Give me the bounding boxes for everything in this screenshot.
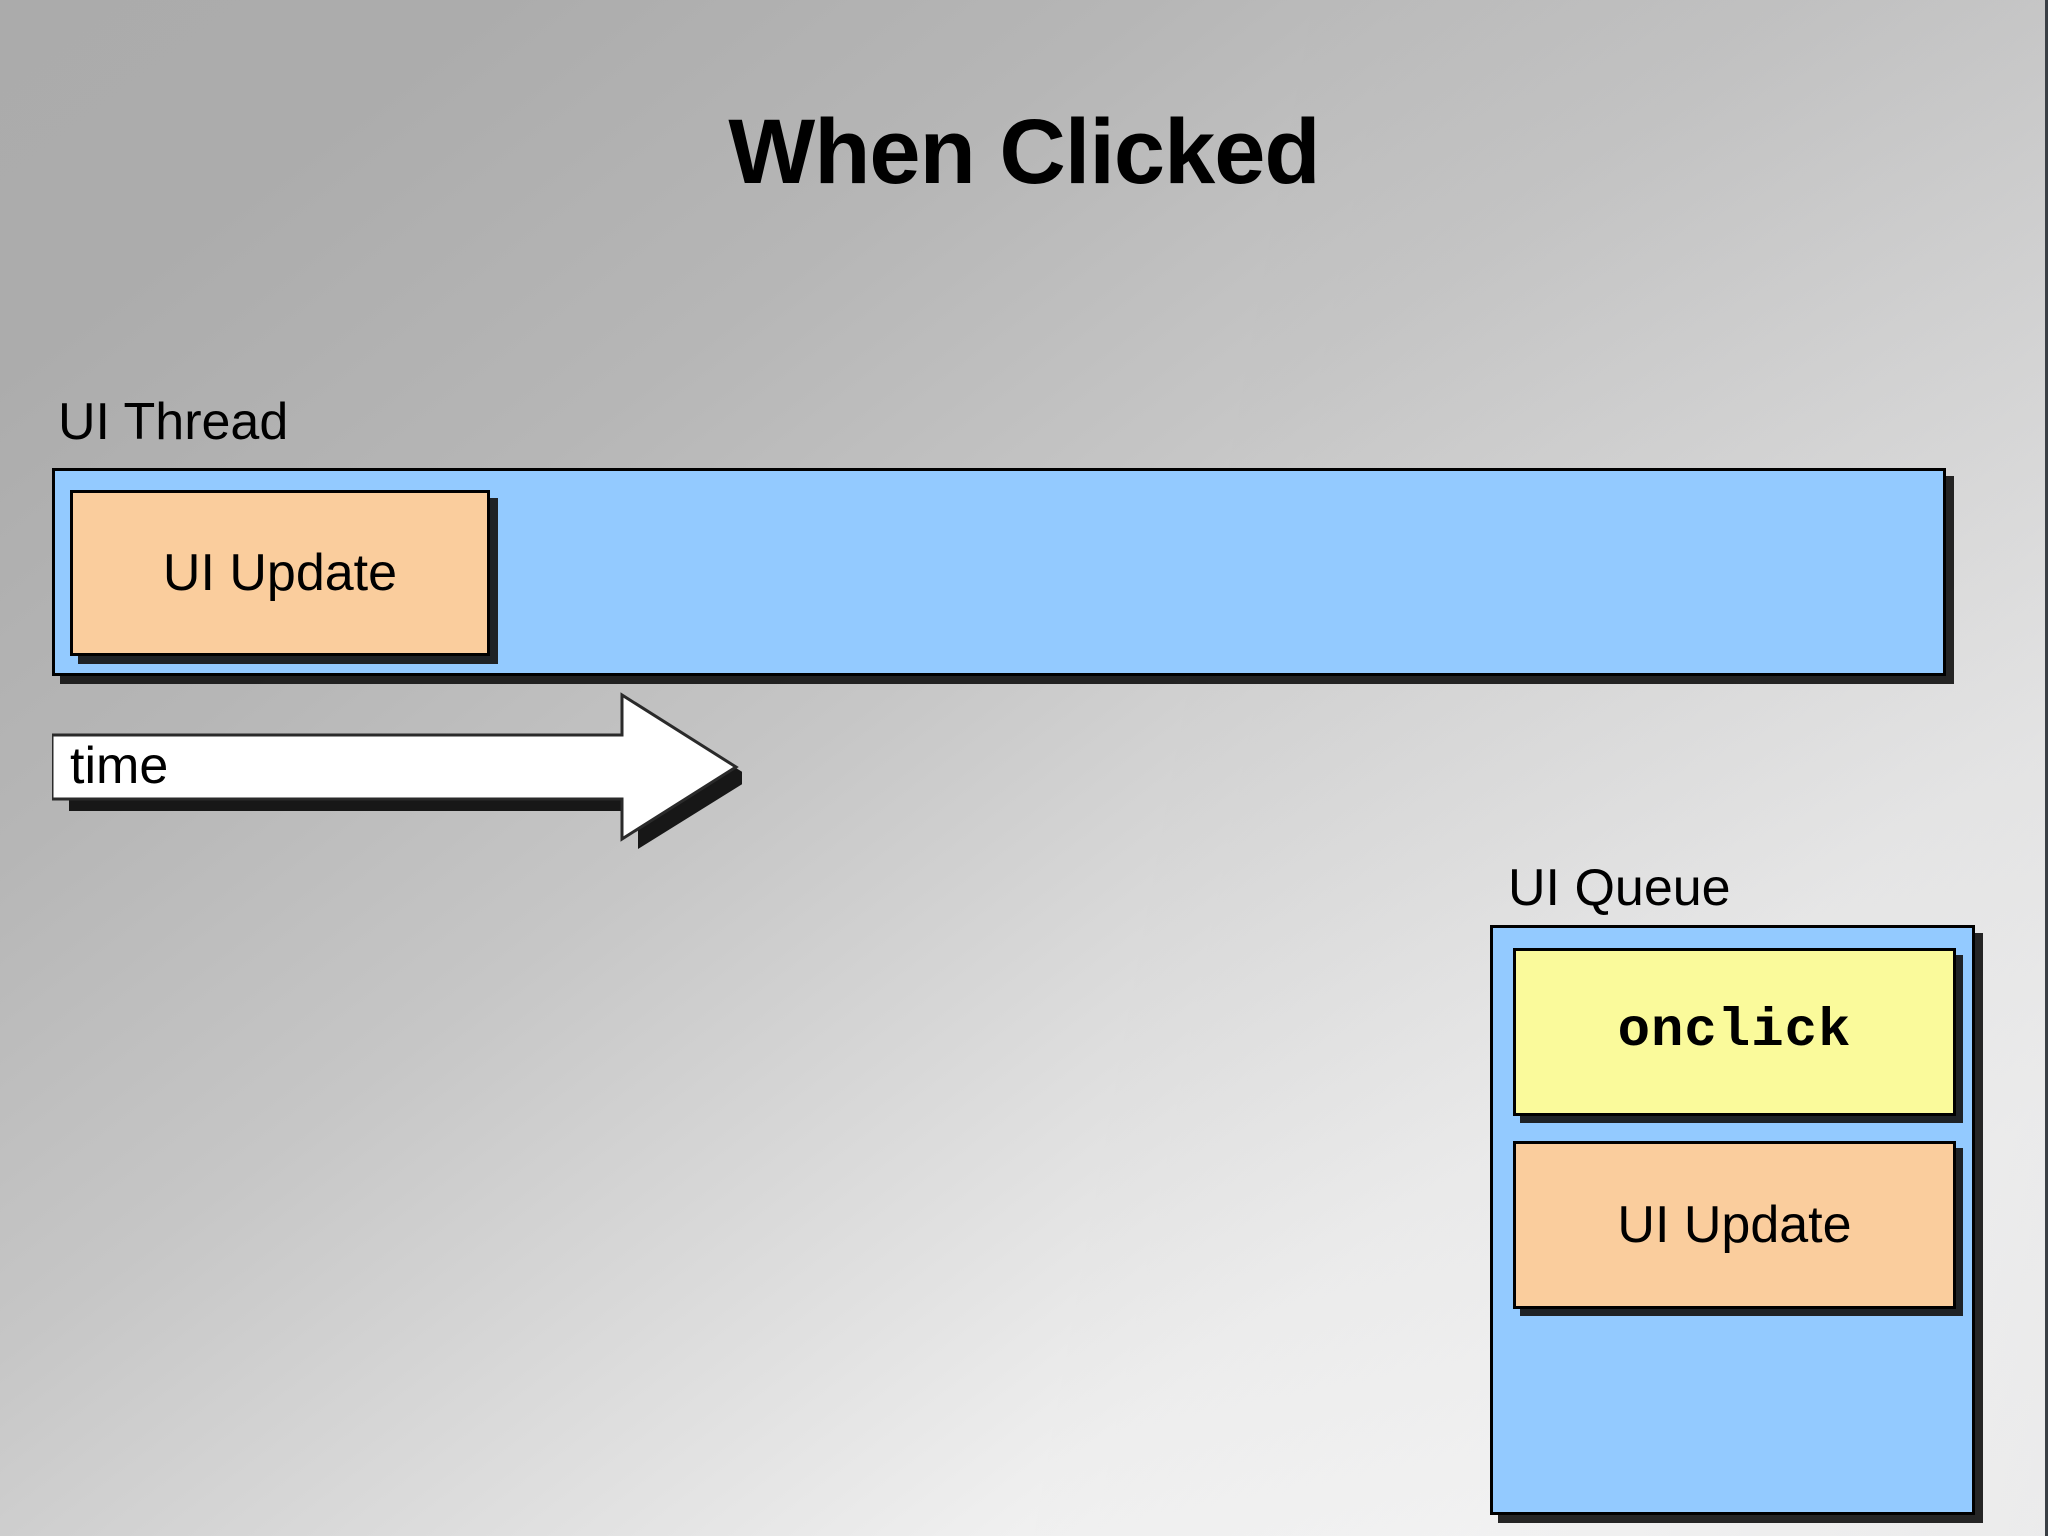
- time-arrow-label: time: [70, 737, 169, 795]
- ui-queue-box: onclick UI Update: [1490, 925, 1975, 1515]
- ui-thread-task-ui-update: UI Update: [70, 490, 490, 656]
- ui-thread-label: UI Thread: [58, 393, 289, 451]
- time-arrow: time: [52, 690, 742, 850]
- queue-item-onclick: onclick: [1513, 948, 1956, 1116]
- queue-item-ui-update-label: UI Update: [1617, 1196, 1852, 1254]
- ui-thread-task-label: UI Update: [162, 544, 398, 602]
- page-title: When Clicked: [728, 101, 1320, 203]
- time-arrow-shape: [52, 692, 739, 842]
- queue-item-ui-update: UI Update: [1513, 1141, 1956, 1309]
- ui-queue-label: UI Queue: [1508, 859, 1731, 917]
- queue-item-onclick-label: onclick: [1617, 1001, 1852, 1062]
